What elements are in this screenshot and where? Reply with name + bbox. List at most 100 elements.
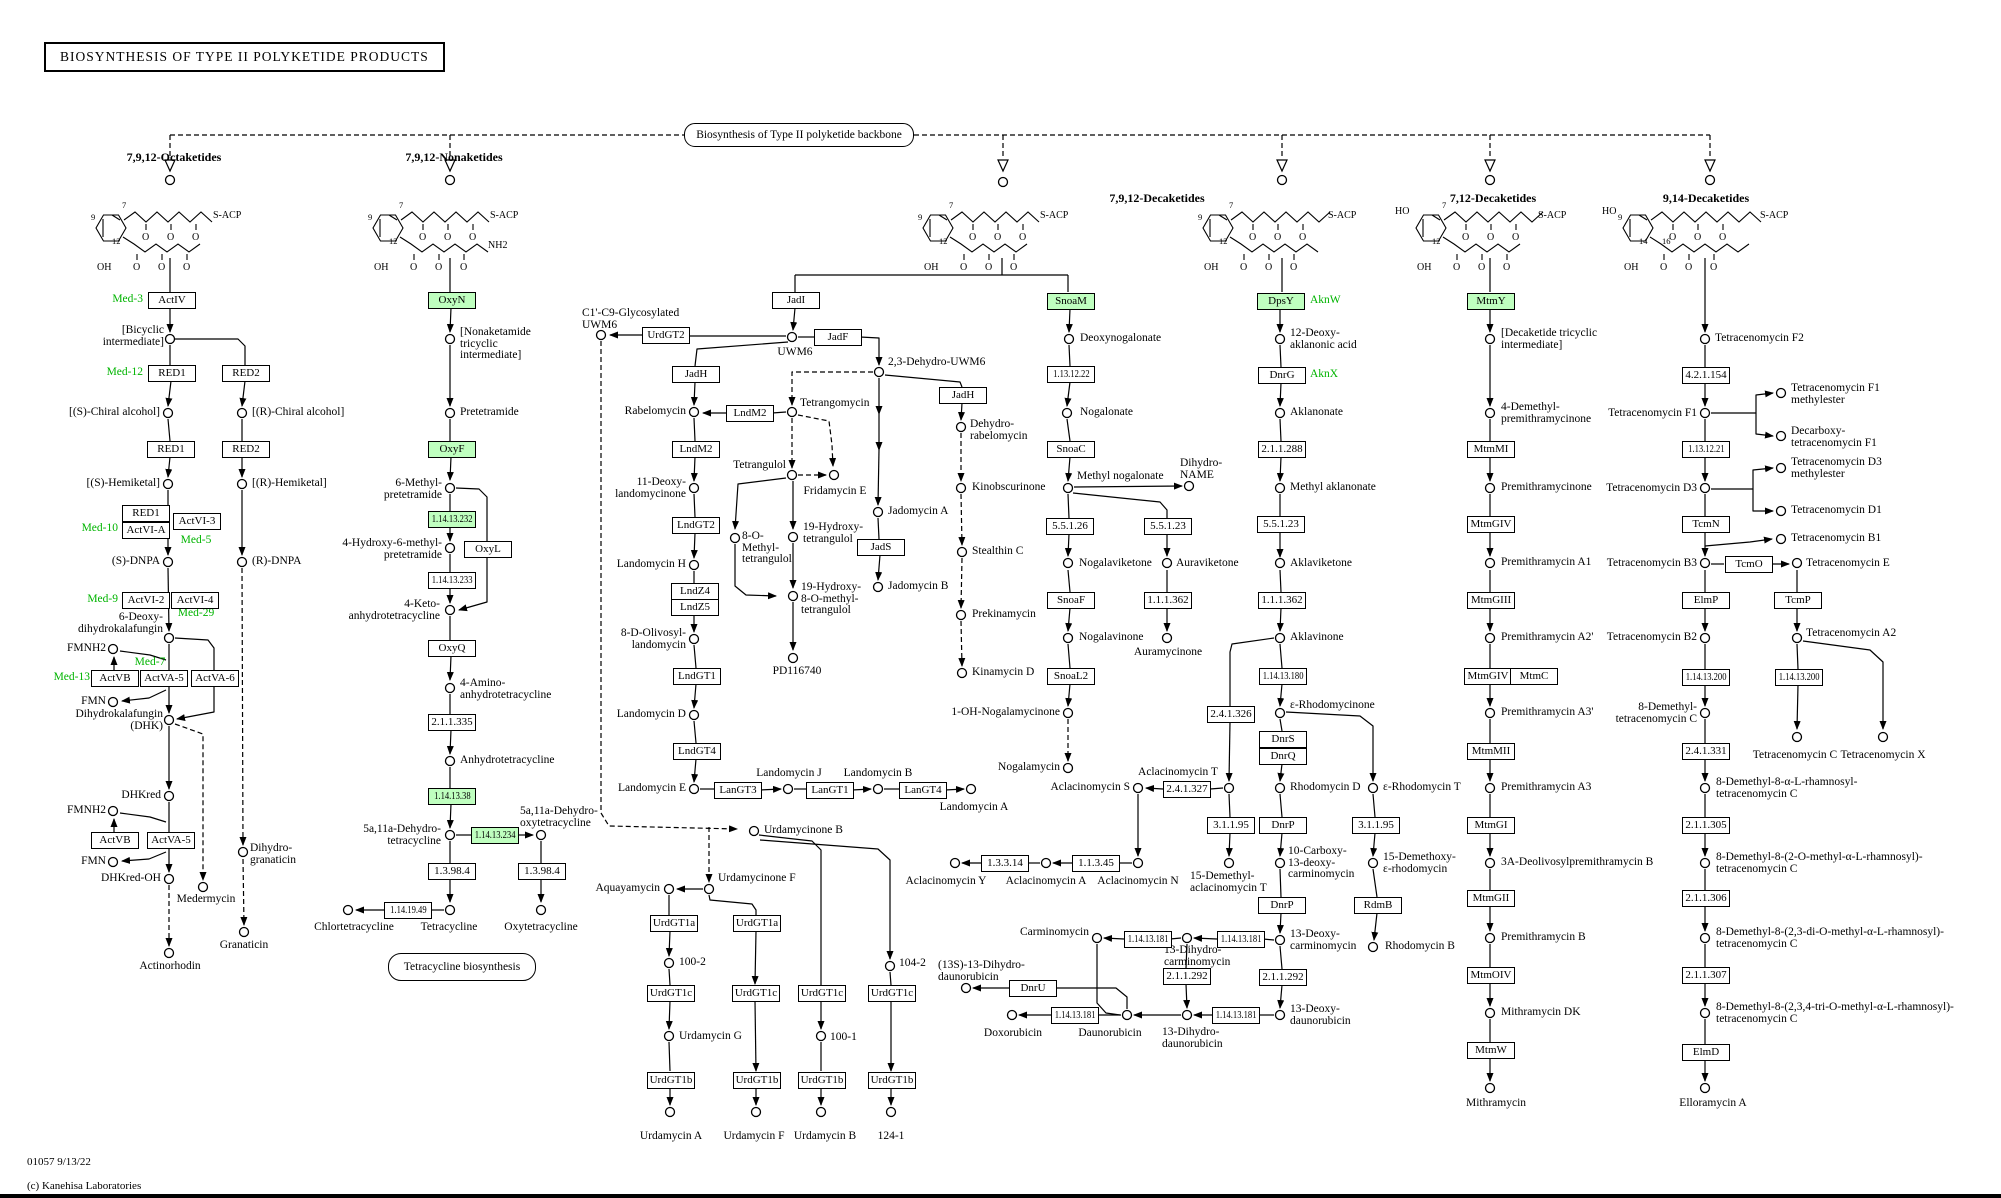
- compound-node[interactable]: [885, 1106, 897, 1118]
- compound-node[interactable]: [750, 1106, 762, 1118]
- compound-node[interactable]: [1699, 482, 1711, 494]
- compound-node[interactable]: [1367, 941, 1379, 953]
- enzyme-box-1-14-13-181[interactable]: 1.14.13.181: [1212, 1007, 1260, 1024]
- compound-node[interactable]: [1775, 533, 1787, 545]
- enzyme-box-mtmgii[interactable]: MtmGII: [1467, 890, 1515, 907]
- enzyme-box-2-4-1-331[interactable]: 2.4.1.331: [1682, 743, 1730, 760]
- enzyme-box-actva-5[interactable]: ActVA-5: [147, 832, 195, 849]
- compound-node[interactable]: [163, 947, 175, 959]
- compound-node[interactable]: [1121, 1009, 1133, 1021]
- compound-node[interactable]: [163, 790, 175, 802]
- compound-node[interactable]: [960, 982, 972, 994]
- enzyme-box-oxyf[interactable]: OxyF: [428, 441, 476, 458]
- compound-node[interactable]: [1181, 932, 1193, 944]
- enzyme-box-langt4[interactable]: LanGT4: [899, 782, 947, 799]
- enzyme-box-langt1[interactable]: LanGT1: [806, 782, 854, 799]
- compound-node[interactable]: [748, 825, 760, 837]
- enzyme-box-rdmb[interactable]: RdmB: [1354, 897, 1402, 914]
- enzyme-box-1-3-3-14[interactable]: 1.3.3.14: [981, 855, 1029, 872]
- enzyme-box-2-1-1-306[interactable]: 2.1.1.306: [1682, 890, 1730, 907]
- enzyme-box-dnru[interactable]: DnrU: [1009, 980, 1057, 997]
- enzyme-box-red1[interactable]: RED1: [147, 441, 195, 458]
- compound-node[interactable]: [956, 667, 968, 679]
- compound-node[interactable]: [1699, 557, 1711, 569]
- compound-node[interactable]: [1274, 857, 1286, 869]
- compound-node[interactable]: [1062, 762, 1074, 774]
- compound-node[interactable]: [444, 604, 456, 616]
- compound-node[interactable]: [1775, 430, 1787, 442]
- enzyme-box-2-1-1-305[interactable]: 2.1.1.305: [1682, 817, 1730, 834]
- enzyme-box-red1[interactable]: RED1: [148, 365, 196, 382]
- enzyme-box-mtmmii[interactable]: MtmMII: [1467, 743, 1515, 760]
- compound-node[interactable]: [1274, 482, 1286, 494]
- enzyme-box-dnrs[interactable]: DnrS: [1259, 731, 1307, 748]
- compound-node[interactable]: [162, 556, 174, 568]
- compound-node[interactable]: [1062, 557, 1074, 569]
- enzyme-box-3-1-1-95[interactable]: 3.1.1.95: [1352, 817, 1400, 834]
- compound-node[interactable]: [872, 783, 884, 795]
- enzyme-box-1-14-13-181[interactable]: 1.14.13.181: [1124, 931, 1172, 948]
- compound-node[interactable]: [786, 406, 798, 418]
- enzyme-box-mtmgiv[interactable]: MtmGIV: [1467, 516, 1515, 533]
- compound-node[interactable]: [1484, 482, 1496, 494]
- compound-node[interactable]: [107, 643, 119, 655]
- enzyme-box-lndgt2[interactable]: LndGT2: [672, 517, 720, 534]
- compound-node[interactable]: [444, 755, 456, 767]
- compound-node[interactable]: [1484, 1007, 1496, 1019]
- compound-node[interactable]: [1223, 782, 1235, 794]
- compound-node[interactable]: [1775, 387, 1787, 399]
- compound-node[interactable]: [688, 709, 700, 721]
- enzyme-box-2-4-1-326[interactable]: 2.4.1.326: [1207, 706, 1255, 723]
- compound-node[interactable]: [1181, 1009, 1193, 1021]
- compound-node[interactable]: [1274, 707, 1286, 719]
- compound-node[interactable]: [787, 531, 799, 543]
- compound-node[interactable]: [163, 714, 175, 726]
- enzyme-box-actvb[interactable]: ActVB: [91, 670, 139, 687]
- enzyme-box-actva-5[interactable]: ActVA-5: [140, 670, 188, 687]
- compound-node[interactable]: [1699, 333, 1711, 345]
- enzyme-box-mtmgiii[interactable]: MtmGIII: [1467, 592, 1515, 609]
- compound-node[interactable]: [1062, 482, 1074, 494]
- compound-node[interactable]: [955, 609, 967, 621]
- enzyme-box-1-14-13-200[interactable]: 1.14.13.200: [1775, 669, 1823, 686]
- enzyme-box-oxyq[interactable]: OxyQ: [428, 640, 476, 657]
- enzyme-box-actvi-3[interactable]: ActVI-3: [173, 513, 221, 530]
- compound-node[interactable]: [1704, 174, 1716, 186]
- enzyme-box-1-14-13-234[interactable]: 1.14.13.234: [471, 827, 519, 844]
- enzyme-box-2-1-1-292[interactable]: 2.1.1.292: [1163, 968, 1211, 985]
- compound-node[interactable]: [1877, 731, 1889, 743]
- compound-node[interactable]: [1699, 782, 1711, 794]
- compound-node[interactable]: [1484, 932, 1496, 944]
- compound-node[interactable]: [872, 506, 884, 518]
- enzyme-box-snoaf[interactable]: SnoaF: [1047, 592, 1095, 609]
- compound-node[interactable]: [535, 904, 547, 916]
- compound-node[interactable]: [688, 406, 700, 418]
- enzyme-box-lndz4[interactable]: LndZ4: [671, 583, 719, 600]
- compound-node[interactable]: [1699, 1082, 1711, 1094]
- enzyme-box-2-1-1-288[interactable]: 2.1.1.288: [1258, 441, 1306, 458]
- enzyme-box-red2[interactable]: RED2: [222, 365, 270, 382]
- compound-node[interactable]: [965, 783, 977, 795]
- enzyme-box-tcmn[interactable]: TcmN: [1682, 516, 1730, 533]
- compound-node[interactable]: [444, 407, 456, 419]
- compound-node[interactable]: [107, 696, 119, 708]
- enzyme-box-snoam[interactable]: SnoaM: [1047, 293, 1095, 310]
- enzyme-box-2-1-1-335[interactable]: 2.1.1.335: [428, 714, 476, 731]
- compound-node[interactable]: [595, 329, 607, 341]
- compound-node[interactable]: [1367, 782, 1379, 794]
- compound-node[interactable]: [1484, 174, 1496, 186]
- enzyme-box-urdgt1b[interactable]: UrdGT1b: [733, 1072, 781, 1089]
- compound-node[interactable]: [955, 421, 967, 433]
- compound-node[interactable]: [787, 652, 799, 664]
- compound-node[interactable]: [664, 1106, 676, 1118]
- compound-node[interactable]: [342, 904, 354, 916]
- compound-node[interactable]: [535, 829, 547, 841]
- enzyme-box-2-4-1-327[interactable]: 2.4.1.327: [1163, 781, 1211, 798]
- enzyme-box-urdgt1c[interactable]: UrdGT1c: [798, 985, 846, 1002]
- enzyme-box-urdgt1b[interactable]: UrdGT1b: [868, 1072, 916, 1089]
- enzyme-box-5-5-1-26[interactable]: 5.5.1.26: [1046, 518, 1094, 535]
- compound-node[interactable]: [787, 590, 799, 602]
- compound-node[interactable]: [236, 556, 248, 568]
- compound-node[interactable]: [1484, 707, 1496, 719]
- compound-node[interactable]: [1274, 934, 1286, 946]
